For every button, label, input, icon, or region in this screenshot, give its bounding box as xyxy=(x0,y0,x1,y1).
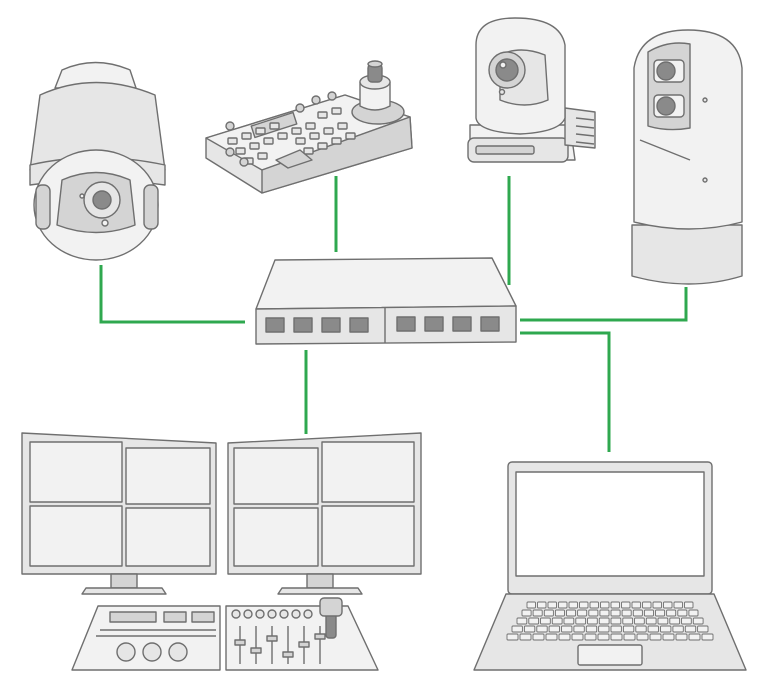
laptop-key xyxy=(532,633,545,641)
laptop-key xyxy=(571,633,584,641)
ptz-keyboard-controller-icon xyxy=(205,60,413,194)
laptop-key xyxy=(631,601,641,609)
laptop-key xyxy=(666,609,677,617)
laptop-key xyxy=(610,617,622,625)
laptop-key xyxy=(548,625,560,633)
laptop-key xyxy=(662,633,675,641)
laptop-key xyxy=(585,625,598,633)
laptop-key xyxy=(573,625,585,633)
laptop-key xyxy=(634,617,645,625)
laptop-key xyxy=(511,625,523,633)
laptop-key xyxy=(566,609,577,617)
laptop-key xyxy=(526,601,536,609)
laptop-key xyxy=(516,617,528,625)
link-dome-to-switch xyxy=(99,265,245,324)
laptop-key xyxy=(588,609,599,617)
laptop-key xyxy=(621,609,632,617)
link-thermal-to-switch xyxy=(520,287,688,322)
laptop-key xyxy=(598,617,610,625)
laptop-key xyxy=(528,617,540,625)
laptop-key xyxy=(543,609,554,617)
laptop-key xyxy=(684,601,694,609)
laptop-key xyxy=(647,625,659,633)
laptop-key xyxy=(547,601,557,609)
laptop-key xyxy=(610,601,620,609)
laptop-key xyxy=(600,601,610,609)
laptop-key xyxy=(655,609,666,617)
laptop-key xyxy=(643,609,654,617)
laptop-key xyxy=(523,625,536,633)
laptop-key xyxy=(599,609,610,617)
laptop-key xyxy=(622,625,635,633)
laptop-key xyxy=(697,625,709,633)
laptop-key xyxy=(681,617,692,625)
laptop-key xyxy=(610,609,621,617)
laptop-icon xyxy=(473,461,747,671)
thermal-camera-icon xyxy=(631,29,743,285)
laptop-key xyxy=(623,633,636,641)
dome-camera-icon xyxy=(29,61,166,261)
laptop-key xyxy=(622,617,634,625)
laptop-key xyxy=(642,601,652,609)
laptop-key xyxy=(649,633,662,641)
laptop-key xyxy=(657,617,669,625)
laptop-key xyxy=(621,601,631,609)
link-switch-to-laptop xyxy=(520,331,611,452)
laptop-key xyxy=(584,633,597,641)
laptop-key xyxy=(660,625,672,633)
network-switch-icon xyxy=(255,257,517,345)
laptop-key xyxy=(645,617,657,625)
laptop-key xyxy=(688,633,701,641)
laptop-key xyxy=(568,601,578,609)
laptop-key xyxy=(663,601,673,609)
laptop-key xyxy=(554,609,565,617)
laptop-key xyxy=(688,609,699,617)
laptop-key xyxy=(701,633,714,641)
laptop-key xyxy=(669,617,681,625)
laptop-key xyxy=(575,617,587,625)
laptop-key xyxy=(632,609,643,617)
laptop-key xyxy=(519,633,532,641)
laptop-key xyxy=(561,625,573,633)
laptop-key xyxy=(610,625,622,633)
links xyxy=(99,176,688,452)
laptop-key xyxy=(563,617,575,625)
laptop-key xyxy=(545,633,558,641)
laptop-key xyxy=(677,609,688,617)
laptop-key xyxy=(635,625,647,633)
laptop-key xyxy=(598,625,610,633)
laptop-key xyxy=(532,609,543,617)
laptop-key xyxy=(558,633,571,641)
laptop-key xyxy=(692,617,704,625)
laptop-key xyxy=(587,617,598,625)
laptop-key xyxy=(597,633,610,641)
laptop-key xyxy=(675,633,688,641)
laptop-key xyxy=(577,609,588,617)
laptop-key xyxy=(673,601,683,609)
laptop-key xyxy=(540,617,551,625)
laptop-key xyxy=(536,625,548,633)
laptop-key xyxy=(537,601,547,609)
laptop-key xyxy=(636,633,649,641)
laptop-key xyxy=(521,609,532,617)
laptop-key xyxy=(589,601,599,609)
laptop-key xyxy=(652,601,662,609)
laptop-key xyxy=(672,625,684,633)
ptz-camera-icon xyxy=(467,17,596,163)
laptop-key xyxy=(558,601,568,609)
laptop-key xyxy=(684,625,697,633)
dual-monitor-workstation-icon xyxy=(21,432,422,671)
laptop-key xyxy=(551,617,563,625)
laptop-key xyxy=(610,633,623,641)
laptop-key xyxy=(579,601,589,609)
laptop-key xyxy=(506,633,519,641)
